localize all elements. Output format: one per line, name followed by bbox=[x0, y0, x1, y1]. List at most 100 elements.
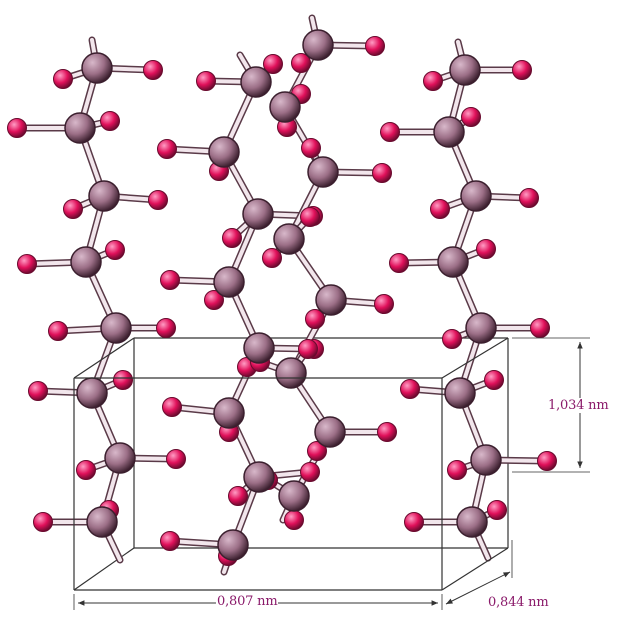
carbon-atom bbox=[88, 180, 120, 212]
hydrogen-atom bbox=[76, 460, 96, 480]
hydrogen-atom bbox=[374, 294, 394, 314]
hydrogen-atom bbox=[7, 118, 27, 138]
hydrogen-atom bbox=[447, 460, 467, 480]
carbon-atom bbox=[86, 506, 118, 538]
hydrogen-atom bbox=[487, 500, 507, 520]
hydrogen-atom bbox=[48, 321, 68, 341]
hydrogen-atom bbox=[484, 370, 504, 390]
carbon-atom bbox=[269, 91, 301, 123]
hydrogen-atom bbox=[228, 486, 248, 506]
hydrogen-atom bbox=[63, 199, 83, 219]
carbon-atom bbox=[315, 284, 347, 316]
hydrogen-atom bbox=[377, 422, 397, 442]
hydrogen-atom bbox=[400, 379, 420, 399]
carbon-atom bbox=[81, 52, 113, 84]
carbon-atom bbox=[243, 332, 275, 364]
hydrogen-atom bbox=[157, 139, 177, 159]
carbon-atom bbox=[213, 397, 245, 429]
hydrogen-atom bbox=[160, 270, 180, 290]
hydrogen-atom bbox=[365, 36, 385, 56]
hydrogen-atom bbox=[28, 381, 48, 401]
hydrogen-atom bbox=[196, 71, 216, 91]
carbon-atom bbox=[314, 416, 346, 448]
height-dimension-arrowhead bbox=[577, 342, 583, 349]
hydrogen-atom bbox=[476, 239, 496, 259]
hydrogen-atom bbox=[262, 248, 282, 268]
hydrogen-atom bbox=[537, 451, 557, 471]
hydrogen-atom bbox=[162, 397, 182, 417]
unit-cell-front-edges bbox=[73, 337, 509, 591]
carbon-atom bbox=[460, 180, 492, 212]
hydrogen-atom bbox=[284, 510, 304, 530]
hydrogen-atom bbox=[148, 190, 168, 210]
hydrogen-atom bbox=[519, 188, 539, 208]
hydrogen-atom bbox=[204, 290, 224, 310]
hydrogen-atom bbox=[380, 122, 400, 142]
hydrogen-atom bbox=[156, 318, 176, 338]
carbon-atom bbox=[70, 246, 102, 278]
hydrogen-atom bbox=[160, 531, 180, 551]
hydrogen-atom bbox=[301, 138, 321, 158]
hydrogen-atom bbox=[372, 163, 392, 183]
width-dimension-arrowhead bbox=[78, 600, 85, 606]
carbon-atom bbox=[104, 442, 136, 474]
hydrogen-atom bbox=[442, 329, 462, 349]
carbon-atom bbox=[240, 66, 272, 98]
cell-edge bbox=[441, 337, 509, 379]
hydrogen-atom bbox=[430, 199, 450, 219]
carbon-atom bbox=[437, 246, 469, 278]
carbon-atom bbox=[278, 480, 310, 512]
width-dimension-arrowhead bbox=[431, 600, 438, 606]
depth-dimension-arrowhead bbox=[446, 598, 453, 604]
hydrogen-atom bbox=[113, 370, 133, 390]
cell-edge bbox=[441, 547, 509, 591]
carbon-atom bbox=[433, 116, 465, 148]
hydrogen-atom bbox=[222, 228, 242, 248]
carbon-atom bbox=[444, 377, 476, 409]
cell-edge bbox=[73, 337, 135, 379]
hydrogen-atom bbox=[512, 60, 532, 80]
carbon-atom bbox=[243, 461, 275, 493]
dimension-lines bbox=[73, 337, 590, 610]
carbon-atom bbox=[302, 29, 334, 61]
cell-edge bbox=[73, 547, 135, 591]
hydrogen-atom bbox=[389, 253, 409, 273]
hydrogen-atom bbox=[166, 449, 186, 469]
carbon-atom bbox=[100, 312, 132, 344]
hydrogen-atom bbox=[17, 254, 37, 274]
carbon-atom bbox=[217, 529, 249, 561]
hydrogen-atom bbox=[461, 107, 481, 127]
atoms-layer bbox=[7, 29, 557, 566]
hydrogen-atom bbox=[530, 318, 550, 338]
hydrogen-atom bbox=[423, 71, 443, 91]
hydrogen-atom bbox=[300, 462, 320, 482]
hydrogen-atom bbox=[291, 53, 311, 73]
unit-cell-width-label: 0,807 nm bbox=[216, 594, 279, 609]
hydrogen-atom bbox=[298, 339, 318, 359]
carbon-atom bbox=[449, 54, 481, 86]
carbon-atom bbox=[213, 266, 245, 298]
hydrogen-atom bbox=[305, 309, 325, 329]
hydrogen-atom bbox=[105, 240, 125, 260]
carbon-atom bbox=[456, 506, 488, 538]
hydrogen-atom bbox=[100, 111, 120, 131]
hydrogen-atom bbox=[143, 60, 163, 80]
carbon-atom bbox=[470, 444, 502, 476]
hydrogen-atom bbox=[53, 69, 73, 89]
hydrogen-atom bbox=[404, 512, 424, 532]
carbon-atom bbox=[307, 156, 339, 188]
unit-cell-depth-label: 0,844 nm bbox=[487, 595, 550, 610]
carbon-atom bbox=[76, 377, 108, 409]
hydrogen-atom bbox=[33, 512, 53, 532]
hydrogen-atom bbox=[300, 207, 320, 227]
carbon-atom bbox=[465, 312, 497, 344]
carbon-atom bbox=[273, 223, 305, 255]
carbon-atom bbox=[208, 136, 240, 168]
carbon-atom bbox=[64, 112, 96, 144]
hydrogen-atom bbox=[307, 441, 327, 461]
depth-dimension bbox=[445, 571, 511, 605]
height-dimension-arrowhead bbox=[577, 461, 583, 468]
carbon-atom bbox=[242, 198, 274, 230]
unit-cell-height-label: 1,034 nm bbox=[547, 398, 610, 413]
